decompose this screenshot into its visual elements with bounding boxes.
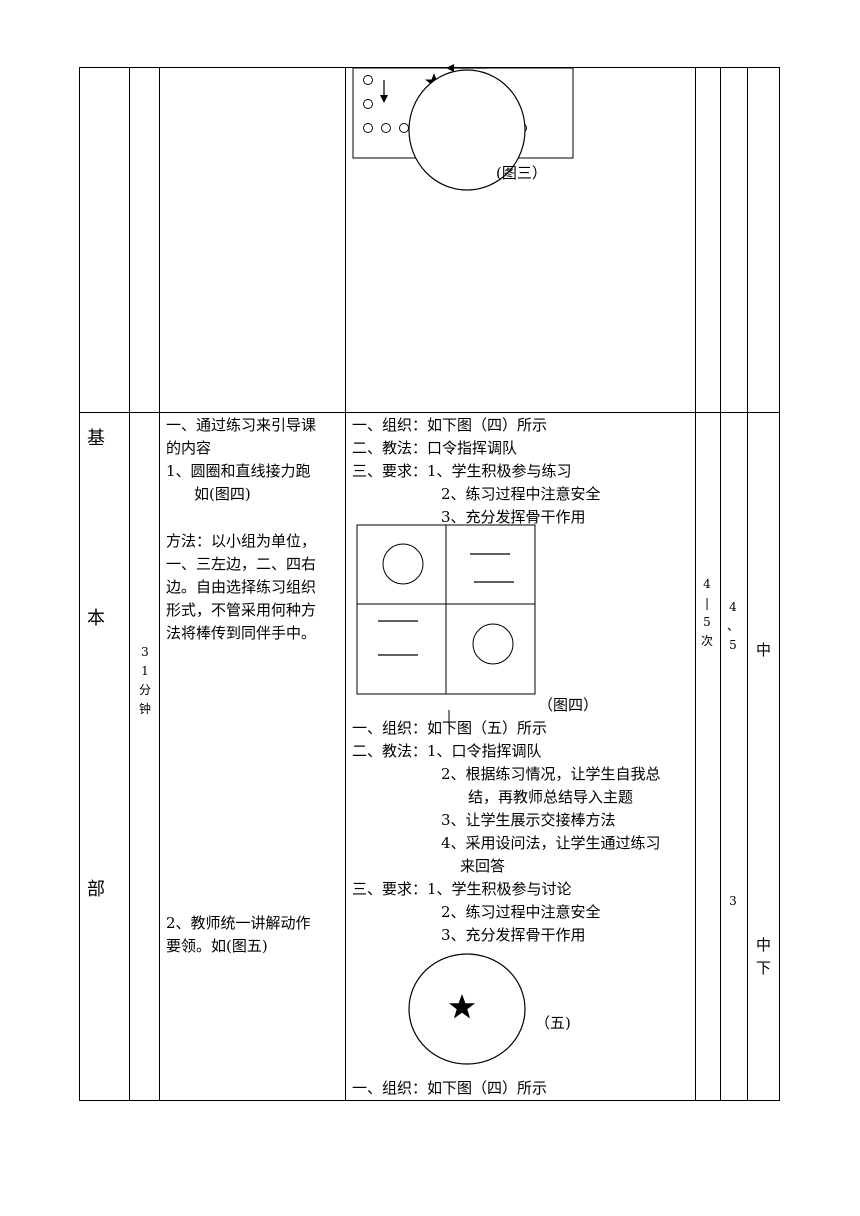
content-method-line1: 方法：以小组为单位， bbox=[166, 532, 317, 550]
figure-five-diagram bbox=[408, 953, 526, 1065]
section-char-3: 部 bbox=[87, 879, 105, 900]
repetitions-line: 5 bbox=[703, 615, 711, 629]
duration-line: 3 bbox=[141, 645, 149, 659]
org-b-line5: 3、让学生展示交接棒方法 bbox=[441, 811, 616, 829]
sets-label: 4 、 5 bbox=[723, 598, 743, 655]
col-border-2 bbox=[129, 67, 130, 1101]
org-b-line10: 3、充分发挥骨干作用 bbox=[441, 926, 586, 944]
figure-five-label: （五) bbox=[535, 1014, 571, 1032]
sets-line: 4 bbox=[729, 600, 737, 614]
content-method-line2: 一、三左边，二、四右 bbox=[166, 555, 317, 573]
org-c-line1: 一、组织：如下图（四）所示 bbox=[352, 1079, 548, 1097]
content-method-line4: 形式，不管采用何种方 bbox=[166, 601, 317, 619]
org-b-line8: 三、要求：1、学生积极参与讨论 bbox=[352, 880, 572, 898]
content-item2-line2: 要领。如(图五) bbox=[166, 937, 268, 955]
figure-four-label: （图四） bbox=[538, 696, 599, 714]
section-char-2: 本 bbox=[87, 608, 105, 629]
duration-line: 钟 bbox=[138, 702, 151, 716]
col-border-7 bbox=[747, 67, 748, 1101]
duration-label: 3 1 分 钟 bbox=[135, 643, 155, 719]
repetitions-line: | bbox=[704, 596, 710, 610]
org-a-line3: 三、要求：1、学生积极参与练习 bbox=[352, 462, 572, 480]
repetitions-line: 4 bbox=[703, 577, 711, 591]
sets-line: 5 bbox=[729, 638, 737, 652]
org-a-line5: 3、充分发挥骨干作用 bbox=[441, 508, 586, 526]
figure-four-diagram bbox=[356, 524, 536, 724]
org-b-line1: 一、组织：如下图（五）所示 bbox=[352, 719, 548, 737]
repetitions-label: 4 | 5 次 bbox=[697, 575, 717, 651]
org-b-line4: 结，再教师总结导入主题 bbox=[468, 788, 634, 806]
section-char-1: 基 bbox=[87, 428, 105, 449]
content-item1-line2: 如(图四) bbox=[194, 485, 251, 503]
content-method-line3: 边。自由选择练习组织 bbox=[166, 578, 317, 596]
content-intro-line2: 的内容 bbox=[166, 439, 212, 457]
col-border-4 bbox=[345, 67, 346, 1101]
org-a-line1: 一、组织：如下图（四）所示 bbox=[352, 416, 548, 434]
org-a-line4: 2、练习过程中注意安全 bbox=[441, 485, 601, 503]
duration-line: 1 bbox=[141, 664, 149, 678]
content-item1-line1: 1、圆圈和直线接力跑 bbox=[166, 462, 311, 480]
col-border-1 bbox=[79, 67, 80, 1101]
row-divider bbox=[79, 412, 780, 413]
col-border-6 bbox=[720, 67, 721, 1101]
content-intro-line1: 一、通过练习来引导课 bbox=[166, 416, 317, 434]
figure-three-label: (图三） bbox=[496, 164, 547, 182]
intensity-second-line1: 中 bbox=[756, 936, 772, 954]
org-b-line9: 2、练习过程中注意安全 bbox=[441, 903, 601, 921]
figure-three-diagram bbox=[352, 64, 574, 191]
table-bottom-border bbox=[79, 1100, 780, 1101]
org-a-line2: 二、教法：口令指挥调队 bbox=[352, 439, 518, 457]
content-item2-line1: 2、教师统一讲解动作 bbox=[166, 914, 311, 932]
col-border-5 bbox=[695, 67, 696, 1101]
intensity-second-line2: 下 bbox=[756, 959, 772, 977]
org-b-line7: 来回答 bbox=[460, 857, 506, 875]
intensity-first: 中 bbox=[756, 641, 772, 659]
col-border-3 bbox=[159, 67, 160, 1101]
content-method-line5: 法将棒传到同伴手中。 bbox=[166, 624, 317, 642]
duration-line: 分 bbox=[138, 683, 151, 697]
col-border-8 bbox=[779, 67, 780, 1101]
org-b-line2: 二、教法：1、口令指挥调队 bbox=[352, 742, 542, 760]
sets-second-value: 3 bbox=[729, 894, 737, 908]
repetitions-line: 次 bbox=[700, 634, 713, 648]
org-b-line3: 2、根据练习情况，让学生自我总 bbox=[441, 765, 661, 783]
org-b-line6: 4、采用设问法，让学生通过练习 bbox=[441, 834, 661, 852]
sets-line: 、 bbox=[726, 619, 739, 633]
